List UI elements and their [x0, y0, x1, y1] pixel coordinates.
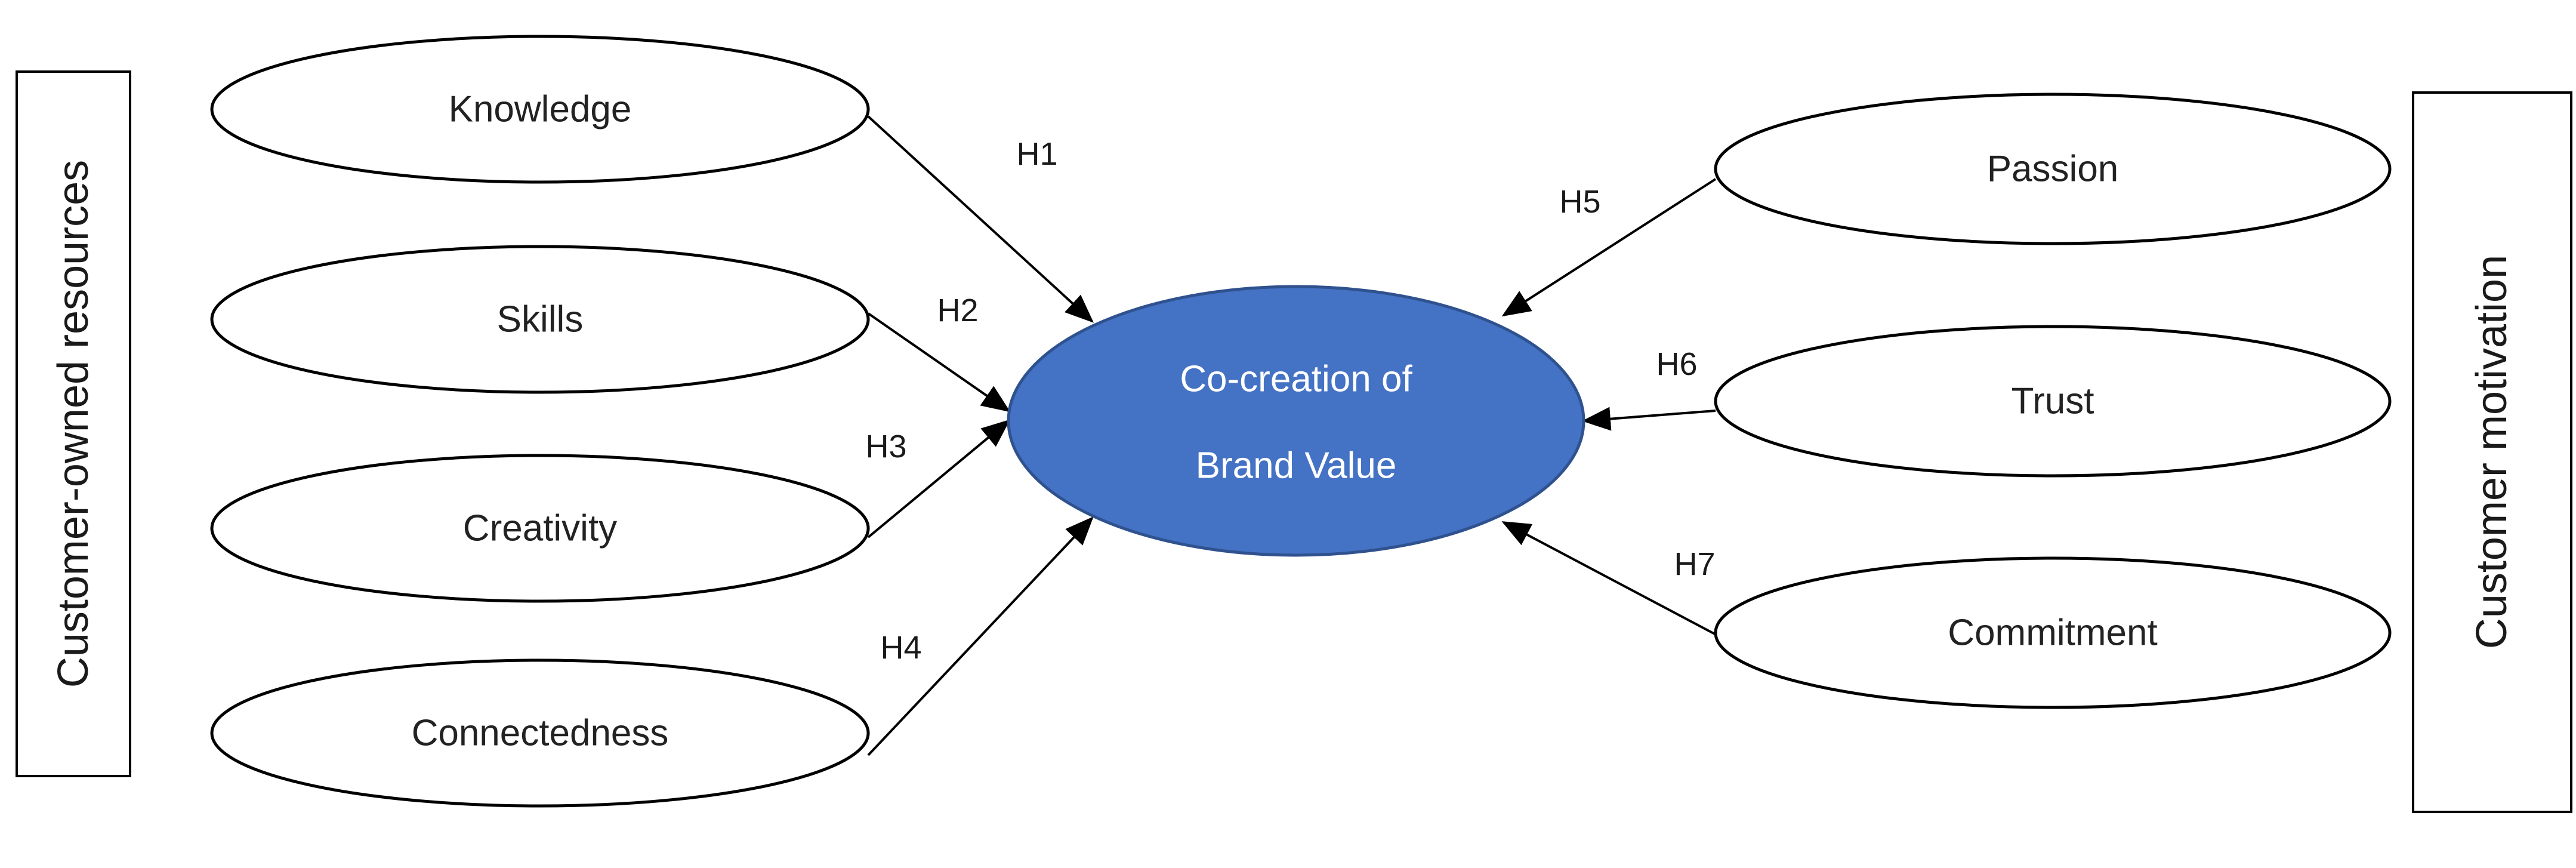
left-group-label: Customer-owned resources: [50, 160, 97, 688]
arrow-creativity: [867, 419, 1011, 538]
arrow-commitment: [1501, 521, 1722, 639]
node-knowledge-label: Knowledge: [449, 89, 632, 130]
hypothesis-h5: H5: [1559, 184, 1600, 220]
hypothesis-h3: H3: [865, 429, 906, 464]
node-skills-ellipse: [210, 245, 870, 394]
node-knowledge-ellipse: [210, 35, 870, 184]
right-group-box: [2412, 91, 2572, 813]
hypothesis-labels: H1 H2 H3 H4 H5 H6 H7: [865, 136, 1715, 666]
arrow-skills: [867, 312, 1011, 413]
right-group-label: Customer motivation: [2468, 255, 2516, 649]
center-node: Co-creation of Brand Value: [1007, 285, 1585, 557]
center-label-line2: Brand Value: [1196, 445, 1397, 487]
node-creativity-label: Creativity: [463, 508, 617, 549]
node-connectedness-label: Connectedness: [412, 713, 669, 754]
hypothesis-h2: H2: [937, 293, 978, 328]
left-nodes: Knowledge Skills Creativity Connectednes…: [210, 35, 870, 808]
node-trust-label: Trust: [2012, 381, 2094, 422]
node-passion-label: Passion: [1987, 149, 2119, 190]
node-commitment-label: Commitment: [1948, 612, 2157, 654]
hypothesis-h1: H1: [1016, 136, 1057, 172]
left-group-box: [16, 70, 131, 777]
arrow-knowledge: [867, 115, 1094, 323]
arrow-passion: [1501, 178, 1717, 317]
arrow-connectedness: [867, 516, 1094, 756]
node-skills-label: Skills: [497, 299, 584, 340]
node-creativity-ellipse: [210, 454, 870, 603]
hypothesis-h4: H4: [880, 630, 921, 666]
center-ellipse: [1007, 285, 1585, 557]
hypothesis-h6: H6: [1656, 346, 1697, 382]
hypothesis-h7: H7: [1674, 546, 1715, 582]
node-commitment-ellipse: [1714, 556, 2392, 709]
node-trust-ellipse: [1714, 325, 2392, 478]
arrows: [867, 115, 1722, 756]
center-label-line1: Co-creation of: [1180, 359, 1412, 400]
right-nodes: Passion Trust Commitment: [1714, 93, 2392, 709]
node-connectedness-ellipse: [210, 658, 870, 808]
node-passion-ellipse: [1714, 93, 2392, 245]
arrow-trust: [1582, 407, 1716, 431]
